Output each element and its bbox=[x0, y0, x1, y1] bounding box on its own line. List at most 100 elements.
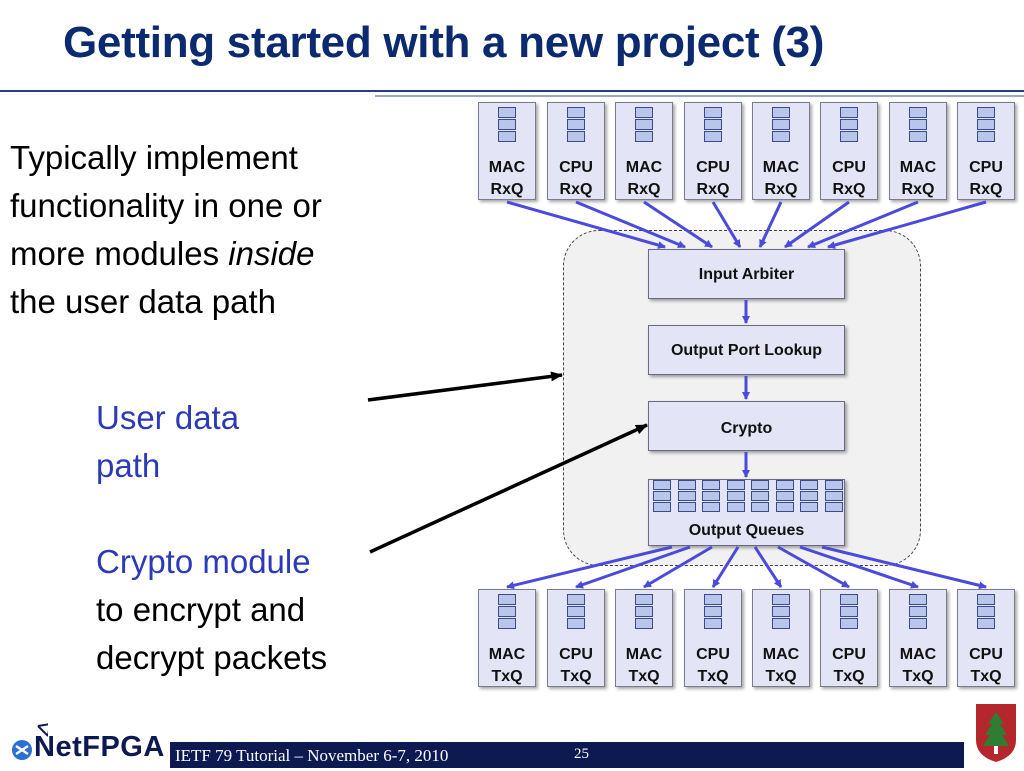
queue-label-type: MAC bbox=[625, 646, 663, 663]
queue-label-type: CPU bbox=[559, 646, 593, 663]
callout-crypto-description-line-2: decrypt packets bbox=[96, 639, 328, 676]
queue-icon bbox=[840, 594, 858, 632]
netfpga-logo-icon bbox=[8, 722, 166, 766]
title-rule-secondary bbox=[375, 95, 1024, 97]
queue-icon bbox=[977, 107, 995, 145]
output-queue-cell bbox=[653, 480, 671, 514]
pointer-crypto-module bbox=[369, 423, 648, 554]
output-queues-label: Output Queues bbox=[688, 522, 805, 539]
queue-icon bbox=[498, 594, 516, 632]
queue-label-direction: RxQ bbox=[559, 181, 593, 198]
queue-label-type: CPU bbox=[969, 159, 1003, 176]
footer-text: IETF 79 Tutorial – November 6-7, 2010 bbox=[175, 746, 449, 765]
queue-icon bbox=[704, 594, 722, 632]
body-text: Typically implement functionality in one… bbox=[10, 134, 322, 326]
queue-label-direction: TxQ bbox=[628, 668, 660, 685]
callout-crypto-module: Crypto module bbox=[96, 538, 311, 586]
arrow-rx-2 bbox=[575, 200, 686, 249]
tx-queue-7: MAC TxQ bbox=[889, 589, 947, 687]
queue-icon bbox=[704, 107, 722, 145]
queue-icon bbox=[567, 594, 585, 632]
body-line-3-start: more modules bbox=[10, 235, 229, 272]
queue-label-type: MAC bbox=[762, 646, 800, 663]
tx-queue-2: CPU TxQ bbox=[547, 589, 605, 687]
queue-label-direction: TxQ bbox=[970, 668, 1002, 685]
body-line-4: the user data path bbox=[10, 283, 277, 320]
arrow-rx-3 bbox=[643, 200, 713, 249]
rx-queue-1: MAC RxQ bbox=[478, 102, 536, 200]
input-arbiter-module: Input Arbiter bbox=[648, 249, 845, 299]
arrow-tx-1 bbox=[506, 545, 673, 590]
arrow-tx-6 bbox=[777, 545, 850, 589]
output-port-lookup-module: Output Port Lookup bbox=[648, 325, 845, 375]
tx-queue-4: CPU TxQ bbox=[684, 589, 742, 687]
output-queue-cells bbox=[649, 480, 844, 514]
output-queue-cell bbox=[775, 480, 794, 514]
queue-label-direction: RxQ bbox=[696, 181, 730, 198]
queue-label-type: MAC bbox=[899, 646, 937, 663]
callout-crypto-description: to encrypt and decrypt packets bbox=[96, 586, 327, 682]
output-queue-cell bbox=[702, 480, 720, 514]
arrow-tx-2 bbox=[575, 545, 691, 589]
queue-icon bbox=[772, 107, 790, 145]
footer-bar bbox=[170, 742, 964, 768]
queue-label-direction: TxQ bbox=[560, 668, 592, 685]
body-line-3-emphasis: inside bbox=[228, 235, 315, 272]
body-line-1: Typically implement bbox=[10, 139, 298, 176]
pointer-user-data-path bbox=[367, 371, 563, 402]
queue-label-direction: RxQ bbox=[832, 181, 866, 198]
output-queue-cell bbox=[800, 480, 818, 514]
output-queue-cell bbox=[677, 480, 696, 514]
output-queue-cell bbox=[751, 480, 769, 514]
callout-crypto-description-line-1: to encrypt and bbox=[96, 591, 306, 628]
queue-icon bbox=[909, 594, 927, 632]
rx-queue-6: CPU RxQ bbox=[820, 102, 878, 200]
queue-label-direction: TxQ bbox=[697, 668, 729, 685]
rx-queue-4: CPU RxQ bbox=[684, 102, 742, 200]
queue-label-type: MAC bbox=[625, 159, 663, 176]
queue-label-type: MAC bbox=[488, 159, 526, 176]
arrow-tx-7 bbox=[799, 545, 919, 589]
queue-label-direction: TxQ bbox=[765, 668, 797, 685]
arrow-rx-7 bbox=[807, 200, 919, 249]
queue-label-type: CPU bbox=[696, 646, 730, 663]
queue-label-direction: RxQ bbox=[490, 181, 524, 198]
slide-title: Getting started with a new project (3) bbox=[63, 18, 825, 67]
arrow-rx-5 bbox=[758, 201, 783, 248]
callout-user-data-path-line-2: path bbox=[96, 447, 161, 484]
queue-label-direction: RxQ bbox=[764, 181, 798, 198]
crypto-module: Crypto bbox=[648, 401, 845, 451]
queue-label-type: CPU bbox=[969, 646, 1003, 663]
queue-icon bbox=[635, 594, 653, 632]
queue-icon bbox=[977, 594, 995, 632]
queue-icon bbox=[498, 107, 516, 145]
tx-queue-5: MAC TxQ bbox=[752, 589, 810, 687]
arrow-tx-3 bbox=[643, 545, 713, 589]
queue-label-direction: RxQ bbox=[627, 181, 661, 198]
rx-queue-3: MAC RxQ bbox=[615, 102, 673, 200]
arrow-tx-8 bbox=[821, 545, 987, 590]
queue-icon bbox=[909, 107, 927, 145]
queue-label-type: CPU bbox=[696, 159, 730, 176]
queue-icon bbox=[772, 594, 790, 632]
callout-user-data-path: User data path bbox=[96, 394, 239, 490]
arrow-rx-4 bbox=[711, 201, 742, 248]
output-queues-module: Output Queues bbox=[648, 479, 845, 546]
netfpga-logo-text: NetFPGA bbox=[34, 731, 165, 763]
callout-crypto-module-line-1: Crypto module bbox=[96, 543, 311, 580]
arrow-rx-8 bbox=[827, 200, 987, 249]
queue-label-type: CPU bbox=[832, 159, 866, 176]
queue-label-direction: TxQ bbox=[491, 668, 523, 685]
tx-queue-8: CPU TxQ bbox=[957, 589, 1015, 687]
body-line-3: more modules inside bbox=[10, 230, 322, 278]
queue-label-direction: TxQ bbox=[902, 668, 934, 685]
callout-user-data-path-line-1: User data bbox=[96, 399, 240, 436]
arrow-tx-4 bbox=[711, 546, 740, 588]
queue-label-direction: TxQ bbox=[833, 668, 865, 685]
